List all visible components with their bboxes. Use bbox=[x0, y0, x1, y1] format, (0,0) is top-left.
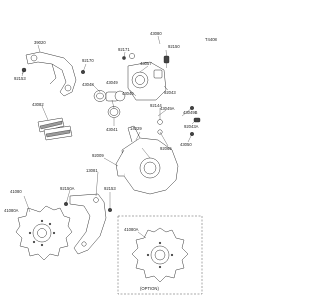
bolt-92153-top bbox=[21, 67, 27, 77]
part-number-labels: 39020 92153 92170 43082 43048 43049 9217… bbox=[4, 31, 199, 291]
label-92043: 92043 bbox=[164, 90, 176, 95]
label-41080a: 41080A bbox=[4, 208, 19, 213]
label-43048: 43048 bbox=[82, 82, 94, 87]
label-14029: 14029 bbox=[130, 126, 142, 131]
diagram-ref-code: T4408 bbox=[205, 37, 218, 42]
leader-lines bbox=[21, 35, 197, 239]
label-92150a: 92150A bbox=[60, 186, 75, 191]
bleeder-valve-part bbox=[163, 55, 170, 68]
piston-parts bbox=[93, 90, 126, 118]
label-92153-a: 92153 bbox=[14, 76, 26, 81]
option-label: (OPTION) bbox=[140, 286, 159, 291]
brake-disc-part bbox=[15, 205, 73, 261]
washer-92150 bbox=[129, 53, 135, 59]
brake-parts-diagram: T4408 bbox=[4, 31, 218, 295]
caliper-bracket-part bbox=[25, 51, 77, 97]
label-92043a: 92043A bbox=[184, 124, 199, 129]
option-disc-part bbox=[131, 227, 189, 283]
label-43049a: 43049A bbox=[160, 106, 175, 111]
label-13081: 13081 bbox=[86, 168, 98, 173]
label-92009: 92009 bbox=[92, 153, 104, 158]
banjo-bolt-43049b bbox=[193, 117, 201, 123]
label-43050: 43050 bbox=[180, 142, 192, 147]
label-92170: 92170 bbox=[82, 58, 94, 63]
label-92150: 92150 bbox=[168, 44, 180, 49]
label-41080: 41080 bbox=[10, 189, 22, 194]
label-43080: 43080 bbox=[150, 31, 162, 36]
label-43049: 43049 bbox=[106, 80, 118, 85]
label-92065: 92065 bbox=[160, 146, 172, 151]
label-41080a-option: 41080A bbox=[124, 227, 139, 232]
bolt-92153-lower bbox=[107, 207, 112, 212]
label-92144: 92144 bbox=[150, 103, 162, 108]
label-43049b: 43049B bbox=[183, 110, 198, 115]
label-43082: 43082 bbox=[32, 102, 44, 107]
brake-pads-part bbox=[37, 117, 73, 141]
label-92153-b: 92153 bbox=[104, 186, 116, 191]
seal-parts-right bbox=[157, 105, 194, 136]
label-39020: 39020 bbox=[34, 40, 46, 45]
caliper-body-part bbox=[127, 61, 167, 101]
label-92171: 92171 bbox=[118, 47, 130, 52]
label-43045: 43045 bbox=[122, 91, 134, 96]
caliper-holder-part bbox=[115, 125, 179, 195]
label-43057: 43057 bbox=[140, 61, 152, 66]
label-43041: 43041 bbox=[106, 127, 118, 132]
disc-guard-part bbox=[69, 193, 107, 255]
